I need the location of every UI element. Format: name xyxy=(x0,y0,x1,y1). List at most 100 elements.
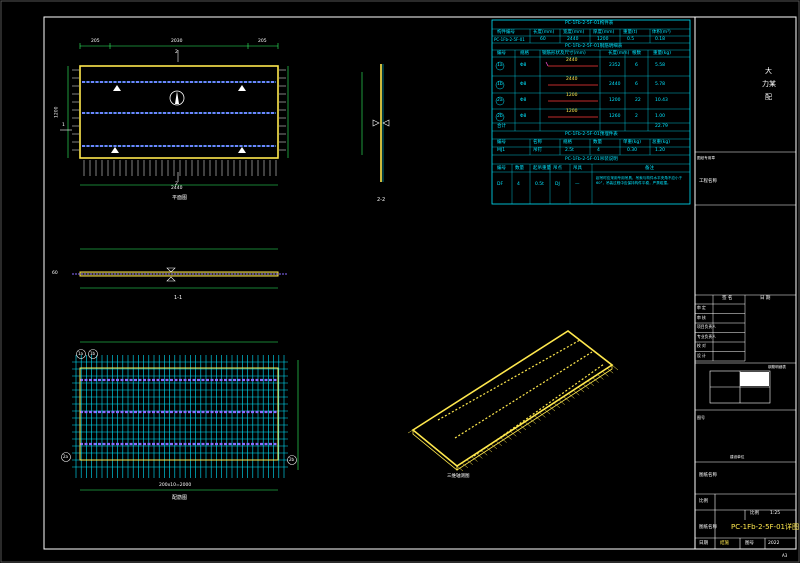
schedule-title: PC-1Fb-2-5F-01吊装说明 xyxy=(565,157,618,162)
company-name: 大 xyxy=(765,67,772,75)
iso-bar xyxy=(573,390,580,396)
title-block-frame xyxy=(694,16,797,550)
rebar-hook xyxy=(545,61,549,67)
elevation-view-label: 1-1 xyxy=(174,295,183,301)
tb-item-label: 建设单位 xyxy=(730,455,745,459)
iso-bar xyxy=(519,358,525,363)
iso-bar xyxy=(490,377,496,381)
dim-text: 60 xyxy=(52,271,58,276)
schedule-title: PC-1Fb-2-5F-01构件表 xyxy=(565,21,614,26)
schedule-header: 吊具 xyxy=(573,166,582,171)
schedule-cell: 吊钉 xyxy=(533,148,542,153)
schedule-total-value: 22.79 xyxy=(655,124,668,129)
rebar-schedule-cell: 1a xyxy=(497,63,503,68)
schedule-header: 备注 xyxy=(645,166,654,171)
iso-bar xyxy=(539,412,546,418)
tb-signature-rows xyxy=(695,295,746,362)
schedule-header: 起吊重量 xyxy=(533,166,551,171)
tb-signature-label: 审 核 xyxy=(697,314,706,320)
lifting-point-icon xyxy=(372,119,380,127)
sheet-border xyxy=(43,16,696,550)
iso-bar xyxy=(543,343,549,347)
dim-text: 205 xyxy=(258,39,267,44)
iso-bar xyxy=(481,450,488,456)
bubble-label: 2a xyxy=(63,454,68,459)
rebar-schedule-cell: 10.43 xyxy=(655,98,668,103)
schedule-cell: 4 xyxy=(597,148,600,153)
rebar-schedule-cell: 1200 xyxy=(609,98,621,103)
schedule-header: 长度(mm) xyxy=(608,51,630,56)
iso-bar xyxy=(587,380,594,386)
iso-bar xyxy=(524,355,530,359)
section-view-label: 2-2 xyxy=(377,197,386,203)
iso-bar xyxy=(500,437,507,443)
lifting-point-icon xyxy=(166,276,176,282)
rebar-schedule-cell: 6 xyxy=(635,63,638,68)
schedule-bubble xyxy=(495,61,505,71)
iso-rebar-line xyxy=(437,339,581,421)
drawing-title: PC-1Fb-2-5F-01详图 xyxy=(731,523,799,531)
plan-view-label: 平面图 xyxy=(172,195,188,201)
lifting-point-icon xyxy=(166,267,176,273)
schedule-cell: MJ1 xyxy=(497,148,506,153)
tb-scale-value: 1:25 xyxy=(770,511,781,516)
schedule-header: 重量(t) xyxy=(623,30,638,35)
schedule-header: 吊点 xyxy=(553,166,562,171)
rebar-schedule-cell: 5.58 xyxy=(655,63,666,68)
tb-col-head: 签 名 xyxy=(722,296,733,301)
schedule-header: 规格 xyxy=(563,140,572,145)
tb-signature-label: 审 定 xyxy=(697,305,706,310)
schedule-header: 编号 xyxy=(497,166,506,171)
schedule-cell: 0.5t xyxy=(535,182,544,187)
project-label: 工程名称 xyxy=(699,179,717,184)
iso-bar xyxy=(544,408,551,415)
dim-text: 2030 xyxy=(171,39,183,44)
iso-bar xyxy=(441,408,448,412)
rebar-schedule-cell: 5.78 xyxy=(655,82,666,87)
tb-col-head: 日 期 xyxy=(760,296,771,301)
schedule-bubble xyxy=(495,96,505,106)
iso-slab-edge xyxy=(456,364,613,471)
lifting-point-icon xyxy=(113,85,121,91)
dim-text: 205 xyxy=(91,39,100,44)
iso-bar xyxy=(606,367,614,374)
dim-text: 200x10=2000 xyxy=(159,483,192,488)
iso-bar xyxy=(514,361,520,366)
schedule-header: 长度(mm) xyxy=(533,30,555,35)
iso-bar xyxy=(446,405,452,409)
tb-drawing-title-label: 图纸名称 xyxy=(699,473,717,478)
iso-bar xyxy=(485,380,491,384)
iso-bar xyxy=(499,371,506,375)
schedule-bubble xyxy=(495,80,505,90)
schedule-cell: 60 xyxy=(540,37,546,42)
schedule-cell: PC-1Fb-2-5F-01 xyxy=(494,37,525,42)
rebar-schedule-cell: 2440 xyxy=(566,58,578,63)
rebar-slab-outline xyxy=(79,367,279,461)
iso-bar xyxy=(558,399,565,405)
plan-view xyxy=(60,43,289,186)
north-arrow-pointer xyxy=(175,91,179,104)
schedule-cell: 1200 xyxy=(597,37,609,42)
section-2-2-view xyxy=(361,64,390,182)
iso-bar xyxy=(422,420,428,424)
iso-bar xyxy=(495,374,501,378)
rebar-schedule-cell: 2440 xyxy=(566,77,578,82)
iso-bar xyxy=(538,346,544,350)
iso-bar xyxy=(465,392,472,397)
iso-bar xyxy=(480,383,486,387)
schedule-header: 名称 xyxy=(533,140,542,145)
tb-signature-label: 专业负责人 xyxy=(697,333,716,339)
iso-bar xyxy=(533,349,540,353)
section-mark-text: 2 xyxy=(175,50,178,55)
iso-bar xyxy=(509,364,515,369)
iso-bar xyxy=(592,377,599,383)
rebar-schedule-cell: 22 xyxy=(635,98,641,103)
iso-bar xyxy=(553,402,561,409)
schedule-table xyxy=(491,19,691,205)
iso-bar xyxy=(563,396,570,402)
schedule-bubble xyxy=(495,112,505,122)
iso-bar xyxy=(456,398,462,403)
tb-signature-label: 项目负责人 xyxy=(697,324,716,329)
rebar-view-label: 配筋图 xyxy=(172,495,188,501)
